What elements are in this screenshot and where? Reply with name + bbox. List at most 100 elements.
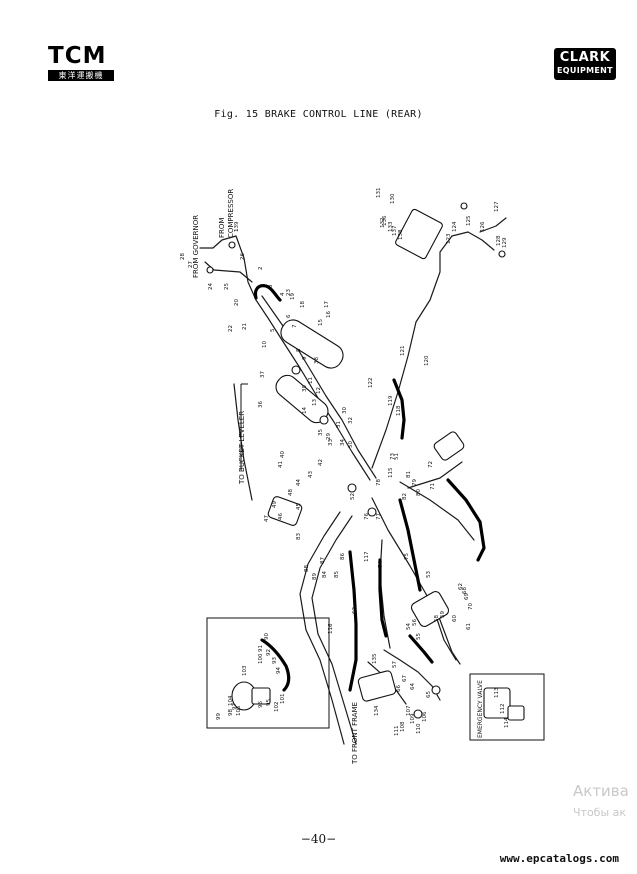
part-callout-83: 83 [296, 533, 302, 540]
part-callout-119: 119 [388, 395, 394, 406]
part-callout-135: 135 [372, 653, 378, 664]
part-callout-72: 72 [428, 461, 434, 468]
part-callout-53: 53 [426, 571, 432, 578]
part-callout-96: 96 [258, 701, 264, 708]
part-callout-137: 137 [392, 225, 398, 236]
part-callout-49: 49 [272, 501, 278, 508]
tcm-logo-subtitle: 東洋運搬機 [48, 70, 114, 81]
part-callout-41: 41 [278, 461, 284, 468]
tcm-logo: TCM 東洋運搬機 [48, 44, 118, 86]
part-callout-71: 71 [430, 483, 436, 490]
part-callout-117: 117 [364, 551, 370, 562]
part-callout-138: 138 [398, 229, 404, 240]
part-callout-102: 102 [274, 702, 280, 713]
part-callout-77: 77 [376, 513, 382, 520]
part-callout-86: 86 [340, 553, 346, 560]
part-callout-52: 52 [350, 493, 356, 500]
from-compressor-label-2: COMPRESSOR [227, 189, 235, 238]
part-callout-125: 125 [466, 215, 472, 226]
part-callout-58: 58 [434, 615, 440, 622]
part-callout-40: 40 [280, 451, 286, 458]
part-callout-57: 57 [392, 661, 398, 668]
part-callout-93: 93 [272, 657, 278, 664]
part-callout-82: 82 [402, 493, 408, 500]
inset-detail-box [206, 617, 330, 729]
part-callout-98: 98 [228, 709, 234, 716]
part-callout-9: 9 [302, 356, 308, 360]
part-callout-50: 50 [348, 441, 354, 448]
part-callout-128: 128 [496, 235, 502, 246]
part-callout-133: 133 [388, 221, 394, 232]
part-callout-11: 11 [308, 377, 314, 384]
part-callout-84: 84 [322, 571, 328, 578]
to-bucket-leveler-label: TO BUCKET LEVELER [238, 411, 246, 485]
to-front-frame-label: TO FRONT FRAME [351, 702, 359, 765]
part-callout-24: 24 [208, 283, 214, 290]
part-callout-81: 81 [406, 471, 412, 478]
part-callout-110: 110 [416, 723, 422, 734]
part-callout-79: 79 [412, 479, 418, 486]
part-callout-69: 69 [464, 593, 470, 600]
part-callout-43: 43 [308, 471, 314, 478]
part-callout-73: 73 [390, 453, 396, 460]
part-callout-111: 111 [394, 726, 400, 737]
part-callout-54: 54 [406, 623, 412, 630]
os-activation-watermark-title: Актива [573, 782, 629, 800]
part-callout-6: 6 [286, 314, 292, 318]
part-callout-7: 7 [292, 324, 298, 328]
part-callout-31: 31 [336, 421, 342, 428]
clark-logo-subtext: EQUIPMENT [557, 66, 613, 75]
part-callout-76: 76 [364, 513, 370, 520]
part-callout-112: 112 [500, 704, 506, 715]
part-callout-33: 33 [328, 439, 334, 446]
part-callout-28: 28 [180, 253, 186, 260]
part-callout-15: 15 [318, 319, 324, 326]
part-callout-114: 114 [504, 717, 510, 728]
part-callout-109: 109 [410, 713, 416, 724]
part-callout-107: 107 [406, 705, 412, 716]
part-callout-44: 44 [296, 479, 302, 486]
part-callout-18: 18 [300, 301, 306, 308]
part-callout-36: 36 [258, 401, 264, 408]
part-callout-5: 5 [270, 328, 276, 332]
part-callout-106: 106 [422, 711, 428, 722]
part-callout-42: 42 [318, 459, 324, 466]
clark-logo-text: CLARK [559, 50, 611, 65]
part-callout-61: 61 [466, 623, 472, 630]
part-callout-116: 116 [328, 623, 334, 634]
from-compressor-label-1: FROM [218, 218, 226, 238]
part-callout-88: 88 [304, 565, 310, 572]
part-callout-19: 19 [290, 293, 296, 300]
part-callout-64: 64 [410, 683, 416, 690]
part-callout-27: 27 [188, 261, 194, 268]
part-callout-74: 74 [378, 561, 384, 568]
page-number: −40− [300, 832, 337, 846]
part-callout-68: 68 [462, 587, 468, 594]
tcm-logo-text: TCM [48, 43, 107, 69]
part-callout-126: 126 [480, 221, 486, 232]
part-callout-46: 46 [278, 513, 284, 520]
part-callout-101: 101 [280, 694, 286, 705]
part-callout-14: 14 [302, 407, 308, 414]
part-callout-60: 60 [452, 615, 458, 622]
part-callout-10: 10 [262, 341, 268, 348]
part-callout-85: 85 [334, 571, 340, 578]
part-callout-122: 122 [368, 378, 374, 389]
part-callout-121: 121 [400, 346, 406, 357]
part-callout-25: 25 [224, 283, 230, 290]
part-callout-66: 66 [396, 685, 402, 692]
part-callout-103: 103 [242, 665, 248, 676]
part-callout-89: 89 [312, 573, 318, 580]
part-callout-100: 100 [258, 653, 264, 664]
part-callout-136: 136 [382, 215, 388, 226]
part-callout-8: 8 [296, 348, 302, 352]
part-callout-118: 118 [396, 405, 402, 416]
part-callout-75: 75 [404, 553, 410, 560]
part-callout-123: 123 [446, 233, 452, 244]
part-callout-17: 17 [324, 301, 330, 308]
from-governor-label: FROM GOVERNOR [192, 215, 200, 278]
part-callout-39: 39 [302, 385, 308, 392]
part-callout-97: 97 [232, 703, 238, 710]
part-callout-87: 87 [320, 557, 326, 564]
